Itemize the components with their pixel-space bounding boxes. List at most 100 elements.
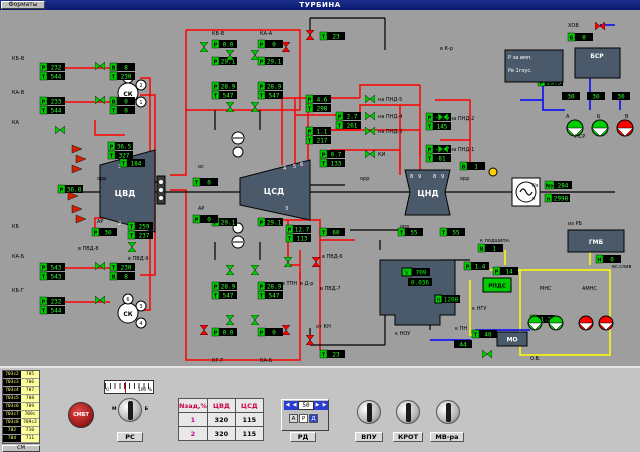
valve-pvd9[interactable] [128,242,136,252]
pump-nsr-a[interactable] [566,119,584,137]
valve-pnd5[interactable] [365,95,375,103]
svg-text:n: n [547,196,551,202]
valve-kav[interactable] [95,96,105,104]
valve-pnd4[interactable] [365,112,375,120]
hp-ar-value: 30 [104,229,112,236]
condenser-pressure-value: 0.036 [411,280,429,287]
hp-cylinder[interactable]: ЦВД 3 2 [99,149,156,233]
ip-control-valve-top[interactable] [231,131,245,158]
rd-decrease-fast-button[interactable]: ◀ [284,401,291,410]
table-row2-hp[interactable]: 320 [206,426,236,441]
ip-control-valve-bottom[interactable] [231,222,245,249]
valve-ka[interactable] [55,126,65,134]
valve-ip-bot-left[interactable] [226,265,234,275]
valve-hov[interactable] [595,22,605,30]
lp-cylinder[interactable]: ЦНД 8 9 8 9 [404,169,451,216]
valve-dr[interactable] [312,257,320,267]
kbv-b-value: 8 [124,64,128,71]
svg-text:P: P [288,227,292,233]
krot-switch[interactable] [396,400,420,424]
pump-nsr-v[interactable] [616,119,634,137]
pump-nsr-b[interactable] [591,119,609,137]
valve-ip-top-r[interactable] [282,42,290,52]
ip-cylinder-label: ЦСД [264,187,284,196]
oil-cooler-mo[interactable]: МО [496,331,528,347]
pump-amns-b[interactable] [598,315,614,331]
sm-button[interactable]: СМ [2,445,40,452]
valve-ip-top-left-2[interactable] [226,102,234,112]
valve-ip-top-l[interactable] [200,42,208,52]
valve-pnd3[interactable] [365,127,375,135]
valve-kab[interactable] [95,262,105,270]
rpds-t-value: 14 [505,268,513,275]
valve-ip-bot-left-2[interactable] [226,315,234,325]
svg-text:P: P [540,80,544,86]
pump-amns-a[interactable] [578,315,594,331]
bsr-tank[interactable]: БСР [574,47,621,79]
valve-ip-bot-r[interactable] [282,325,290,335]
kav-t2-value: 0 [124,107,128,114]
rd-increase-fast-button[interactable]: ▶ [321,401,328,410]
table-row2-ip[interactable]: 115 [234,426,264,441]
ip-cylinder[interactable]: ЦСД 4 5 6 3 [239,159,311,221]
valve-ki[interactable] [365,150,375,158]
valve-ip-bot-l[interactable] [200,325,208,335]
oil-tank-gmb[interactable]: ГМБ [567,229,625,253]
valve-ip-top-right-2[interactable] [251,102,259,112]
valve-ip-top-left[interactable] [226,50,234,60]
valve-ip-bot-right[interactable] [251,265,259,275]
condenser[interactable]: V 709 0.036 H 1208 [379,259,460,326]
rpds-block[interactable]: РПДС [482,277,512,293]
label-ar1: АР [97,219,103,225]
stop-valve-bottom[interactable]: СК 6 3 4 [117,293,147,329]
impulse-pressure-label: Р за имп. [508,55,532,61]
valve-mo[interactable] [482,350,492,358]
rs-switch[interactable]: М Б [112,398,148,422]
label-pump-b: Б [597,114,601,120]
rd-increase-button[interactable]: ▶ [314,401,321,410]
generator[interactable] [511,177,541,207]
label-kb-v: КБ-В [12,56,25,62]
valve-ip-top-right[interactable] [251,50,259,60]
pump-mns-a[interactable] [527,315,543,331]
valve-tpn[interactable] [284,257,292,267]
rd-mode-d[interactable]: Д [309,414,318,423]
svg-text:T: T [214,293,218,299]
valve-kr[interactable] [306,30,314,40]
rd-decrease-button[interactable]: ◀ [291,401,298,410]
smbt-button[interactable]: СМБТ [68,402,94,428]
rd-mode-a[interactable]: А [289,414,298,423]
vpu-switch[interactable] [357,400,381,424]
window-title: ТУРБИНА [299,1,341,9]
valve-ip-bot-right-2[interactable] [251,315,259,325]
rd-mode-r[interactable]: Р [299,414,308,423]
valve-kbv[interactable] [95,62,105,70]
label-iz-rb: из РБ [568,221,583,227]
table-row1-hp[interactable]: 320 [206,412,236,427]
label-v-slv: вс.слив [612,264,631,270]
valve-kn[interactable] [306,335,314,345]
mvra-switch[interactable] [436,400,460,424]
rs-label: РС [117,432,143,442]
svg-text:P: P [214,42,218,48]
formats-menu-button[interactable]: Форматы [1,1,45,9]
valve-kbg[interactable] [95,296,105,304]
table-row1-ip[interactable]: 115 [234,412,264,427]
pump-mns-b[interactable] [548,315,564,331]
svg-text:P: P [214,220,218,226]
